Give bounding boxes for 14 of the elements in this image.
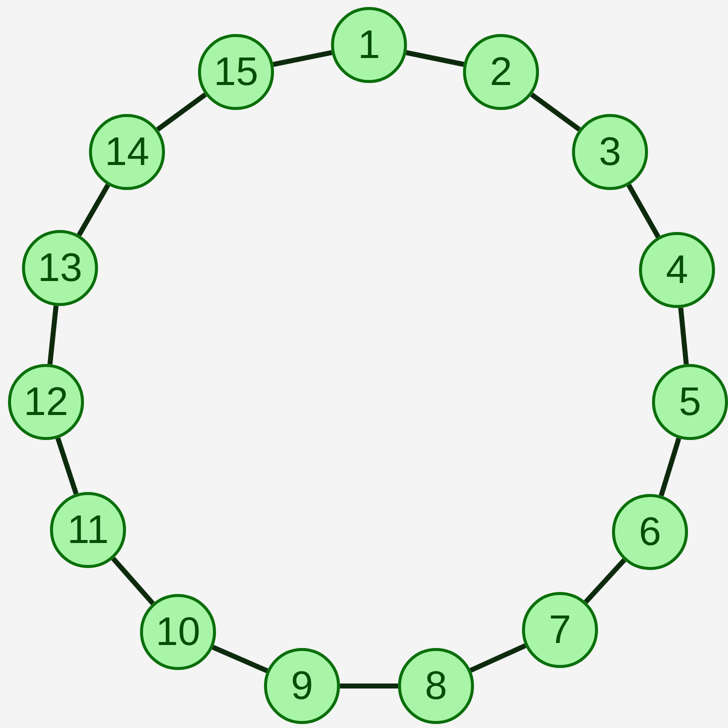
connector-line [340, 684, 398, 688]
connector-line [272, 50, 332, 67]
connector-line [156, 92, 207, 132]
connector-line [658, 438, 682, 496]
connector-line [530, 92, 581, 132]
connector-line [47, 306, 59, 364]
connector-line [470, 643, 526, 673]
connector-line [76, 184, 110, 236]
connector-line [111, 556, 155, 606]
connector-line [212, 644, 268, 674]
connector-line [584, 558, 626, 604]
connector-line [626, 184, 660, 238]
connector-line [678, 308, 689, 364]
connector-line [406, 50, 464, 67]
